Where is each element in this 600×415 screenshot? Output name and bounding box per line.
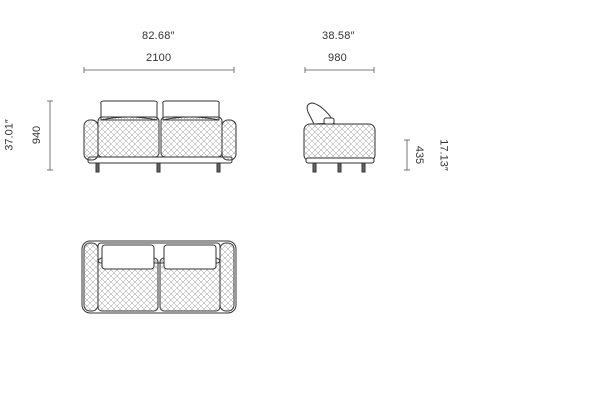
sofa-top-view	[81, 240, 237, 314]
side-depth-dimension-line	[304, 67, 375, 73]
front-width-inch-label: 82.68″	[142, 30, 175, 42]
front-width-dimension-line	[83, 67, 235, 73]
sofa-side-view	[303, 102, 376, 173]
sofa-front-view	[83, 100, 237, 173]
side-depth-inch-label: 38.58″	[322, 30, 355, 42]
side-depth-mm-label: 980	[328, 52, 347, 64]
seat-height-dimension-line	[404, 139, 410, 171]
height-dimension-line	[47, 100, 53, 171]
front-width-mm-label: 2100	[146, 52, 172, 64]
